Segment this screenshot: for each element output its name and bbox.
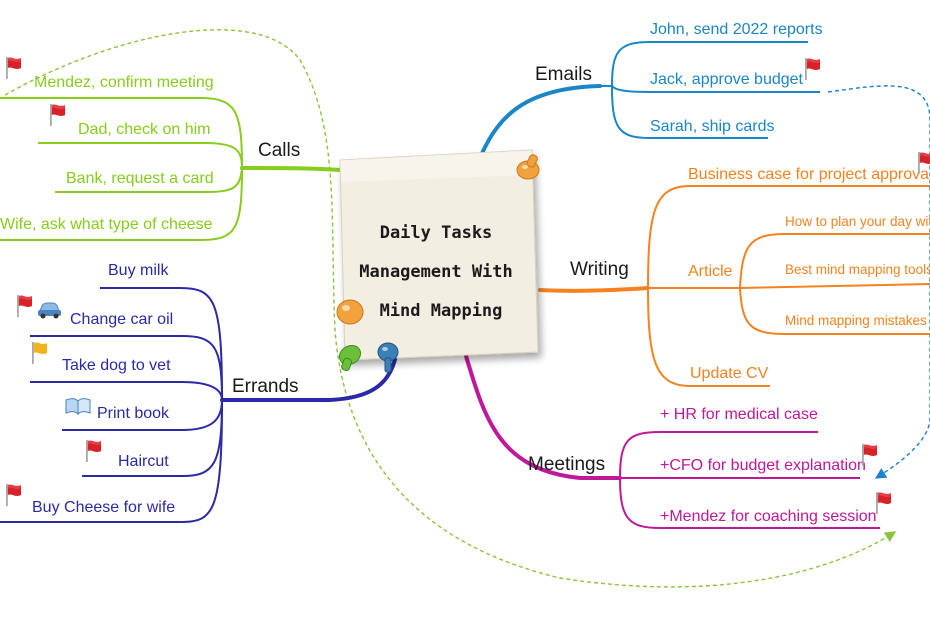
errand-item-car-oil[interactable]: Change car oil [70, 311, 173, 328]
email-item-john[interactable]: John, send 2022 reports [650, 21, 823, 38]
errand-item-haircut[interactable]: Haircut [118, 453, 169, 470]
flag-icon [32, 342, 47, 364]
pushpin-icon [336, 299, 364, 325]
branch-errands: Errands Buy milk Change car oil Take dog… [0, 262, 398, 523]
article-sub-tools[interactable]: Best mind mapping tools [785, 262, 930, 277]
writing-item-article[interactable]: Article [688, 263, 733, 280]
branch-label-meetings[interactable]: Meetings [528, 454, 605, 475]
branch-label-calls[interactable]: Calls [258, 140, 300, 161]
branch-label-emails[interactable]: Emails [535, 64, 592, 85]
branch-label-writing[interactable]: Writing [570, 259, 629, 280]
writing-item-business-case[interactable]: Business case for project approval [688, 166, 930, 183]
flag-icon [86, 440, 101, 462]
central-title-line-2: Management With [359, 262, 513, 282]
branch-calls: Calls Mendez, confirm meeting Dad, check… [0, 57, 342, 241]
errand-item-milk[interactable]: Buy milk [108, 262, 169, 279]
errand-item-cheese[interactable]: Buy Cheese for wife [32, 499, 175, 516]
article-sub-mistakes[interactable]: Mind mapping mistakes to a [785, 313, 930, 328]
article-sub-plan-day[interactable]: How to plan your day with m [785, 214, 930, 229]
flag-icon [50, 104, 65, 126]
central-topic[interactable] [339, 149, 539, 361]
meeting-item-cfo[interactable]: +CFO for budget explanation [660, 457, 866, 474]
flag-icon [6, 484, 21, 506]
call-item-bank[interactable]: Bank, request a card [66, 170, 214, 187]
call-item-wife[interactable]: Wife, ask what type of cheese [0, 216, 213, 233]
pushpin-icon [338, 344, 362, 372]
book-icon [65, 398, 91, 416]
errand-item-dog-vet[interactable]: Take dog to vet [62, 357, 171, 374]
flag-icon [6, 57, 21, 79]
pushpin-icon [516, 154, 540, 180]
branch-label-errands[interactable]: Errands [232, 376, 299, 397]
flag-icon [876, 492, 891, 514]
dashed-link-calls-meetings [4, 29, 897, 588]
email-item-jack[interactable]: Jack, approve budget [650, 71, 804, 88]
writing-item-update-cv[interactable]: Update CV [690, 365, 769, 382]
branch-emails: Emails John, send 2022 reports Jack, app… [475, 21, 823, 167]
central-topic-title: Daily Tasks Management With Mind Mapping [359, 223, 513, 321]
flag-icon [805, 58, 820, 80]
call-item-dad[interactable]: Dad, check on him [78, 121, 211, 138]
central-title-line-1: Daily Tasks [380, 223, 493, 243]
meeting-item-hr[interactable]: + HR for medical case [660, 406, 818, 423]
branch-meetings: Meetings + HR for medical case +CFO for … [464, 354, 891, 529]
meeting-item-mendez[interactable]: +Mendez for coaching session [660, 508, 877, 525]
car-icon [38, 302, 61, 319]
email-item-sarah[interactable]: Sarah, ship cards [650, 118, 775, 135]
call-item-mendez[interactable]: Mendez, confirm meeting [34, 74, 214, 91]
branch-writing: Writing Business case for project approv… [538, 152, 930, 387]
flag-icon [17, 295, 32, 317]
errand-item-print-book[interactable]: Print book [97, 405, 170, 422]
dashed-link-emails-meetings [827, 85, 930, 479]
pushpin-icon [377, 342, 399, 373]
central-title-line-3: Mind Mapping [380, 301, 503, 321]
